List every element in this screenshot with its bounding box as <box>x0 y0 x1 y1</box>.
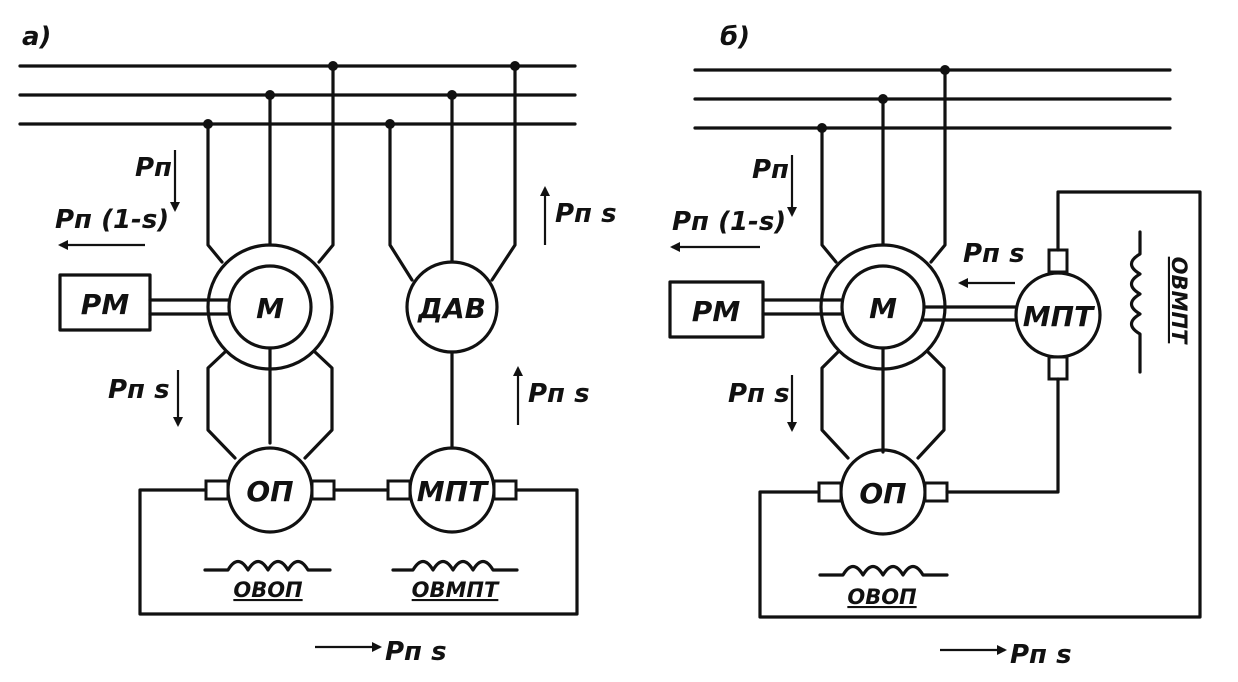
pn-s-left-label-b: Pп s <box>728 379 790 409</box>
op-label-b: ОП <box>859 477 906 510</box>
pn-s-right-top-label-a: Pп s <box>555 199 617 229</box>
pn-s-bottom-label-b: Pп s <box>1010 640 1072 670</box>
op-machine-a: ОП <box>204 446 336 534</box>
shaft-b-left <box>761 298 844 316</box>
pn-s-left-label-a: Pп s <box>108 375 170 405</box>
ovmpt-label-b: ОВМПТ <box>1167 257 1191 345</box>
power-labels-b: Pп Pп (1-s) Pп s Pп s Pп s <box>672 155 1072 670</box>
pn-1s-label-a: Pп (1-s) <box>55 205 169 235</box>
bus-lines-b <box>693 68 1172 130</box>
ovop-coil-b: ОВОП <box>818 564 949 609</box>
mpt-machine-a: МПТ <box>386 446 518 534</box>
pn-top-label-a: Pп <box>135 153 172 183</box>
motor-m-a: М <box>206 243 334 371</box>
op-machine-b: ОП <box>817 448 949 536</box>
power-arrows-b <box>670 155 1015 655</box>
mpt-machine-b: МПТ <box>1014 248 1102 381</box>
ovmpt-label-a: ОВМПТ <box>412 578 500 602</box>
mechanism-rm-b: РМ <box>668 280 765 339</box>
pn-1s-label-b: Pп (1-s) <box>672 207 786 237</box>
motor-label-a: М <box>256 292 284 325</box>
panel-b-label: б) <box>720 22 750 52</box>
panel-a: а) М <box>18 22 617 667</box>
dc-loop-b <box>758 190 1202 619</box>
power-arrows-a <box>58 150 550 652</box>
op-label-a: ОП <box>246 475 293 508</box>
mech-label-a: РМ <box>81 288 130 321</box>
panel-a-label: а) <box>22 22 51 52</box>
dav-label-a: ДАВ <box>417 292 486 325</box>
ovmpt-coil-b: ОВМПТ <box>1129 230 1191 374</box>
dav-machine-a: ДАВ <box>405 260 499 354</box>
shaft-a <box>148 298 231 316</box>
shaft-b-right <box>922 305 1018 322</box>
pn-top-label-b: Pп <box>752 155 789 185</box>
rotor-op-wires-a <box>206 346 334 460</box>
ovop-label-b: ОВОП <box>847 585 917 609</box>
ovmpt-coil-a: ОВМПТ <box>391 559 519 602</box>
motor-supply-wires-a <box>206 64 335 264</box>
mpt-label-b: МПТ <box>1023 300 1095 333</box>
mech-label-b: РМ <box>692 295 741 328</box>
ovop-coil-a: ОВОП <box>203 559 332 602</box>
dc-loop-a <box>138 488 579 616</box>
pn-s-bottom-label-a: Pп s <box>385 637 447 667</box>
motor-supply-wires-b <box>820 68 947 264</box>
bus-lines-a <box>18 64 577 126</box>
mechanism-rm-a: РМ <box>58 273 152 332</box>
mpt-label-a: МПТ <box>417 475 489 508</box>
ovop-label-a: ОВОП <box>233 578 303 602</box>
rotor-op-wires-b <box>820 346 946 460</box>
pn-s-mpt-label-b: Pп s <box>963 239 1025 269</box>
pn-s-right-mid-label-a: Pп s <box>528 379 590 409</box>
power-labels-a: Pп Pп (1-s) Pп s Pп s Pп s Pп s <box>55 153 617 667</box>
panel-b: б) М РМ <box>668 22 1202 670</box>
motor-label-b: М <box>869 292 897 325</box>
dav-supply-wires-a <box>388 64 517 282</box>
